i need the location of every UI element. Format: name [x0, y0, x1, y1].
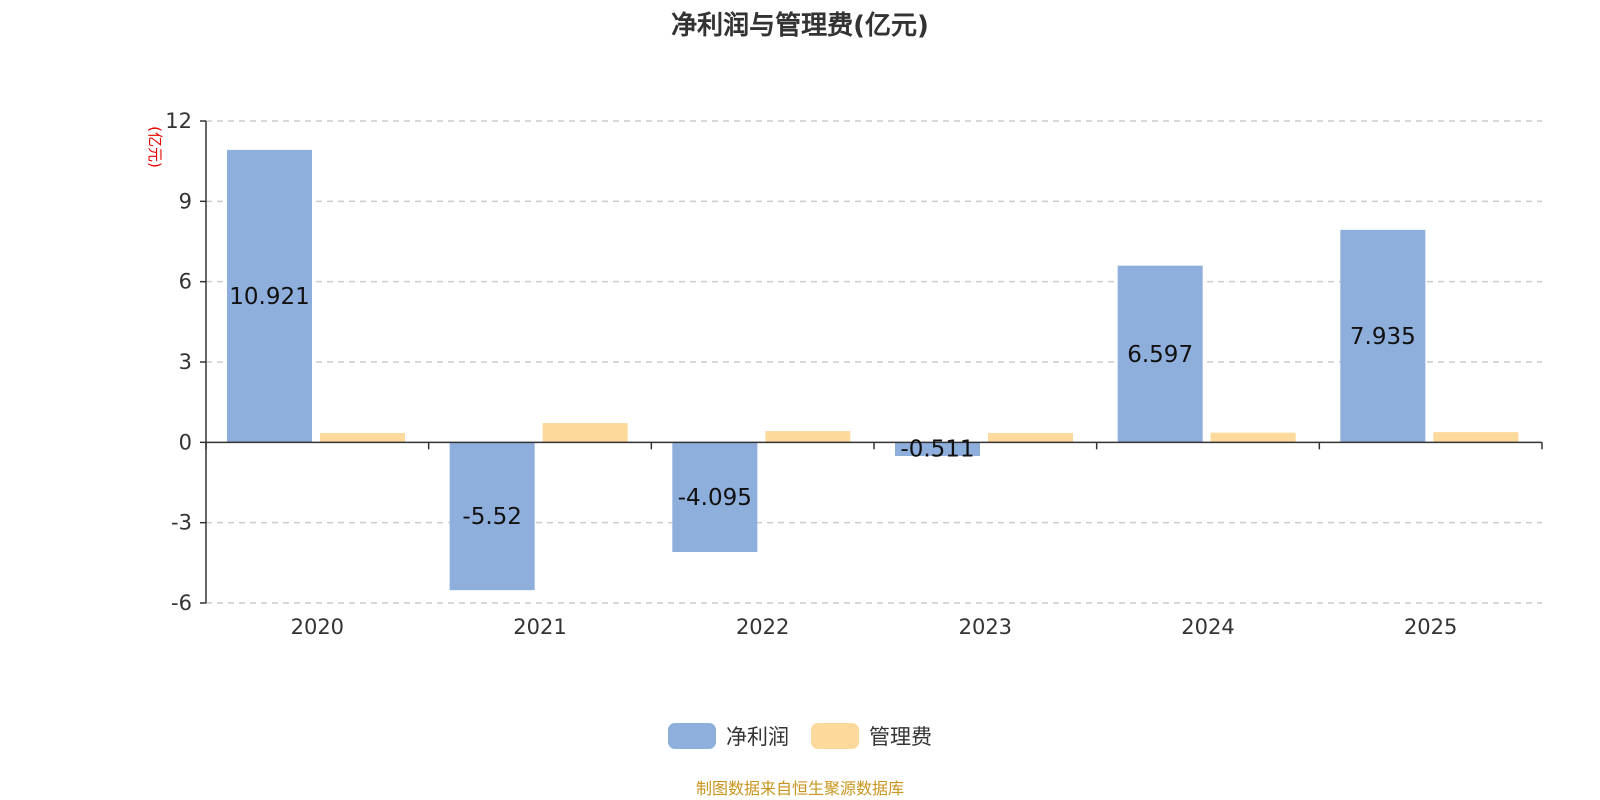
- bar-净利润-2022: [672, 442, 758, 552]
- axes: 12 9 6 3 0 -3 -6 2020 2021 2022 2023 2024 2025: [165, 109, 1543, 639]
- grid-lines: [206, 120, 1542, 604]
- bar-净利润-2024: [1117, 265, 1203, 443]
- legend-swatch-净利润: [668, 723, 716, 749]
- legend-label-净利润: 净利润: [726, 725, 789, 749]
- data-label: -5.52: [462, 504, 522, 530]
- data-label: 6.597: [1127, 342, 1193, 368]
- y-tick-label: 9: [179, 189, 192, 213]
- legend-label-管理费: 管理费: [869, 725, 932, 749]
- x-tick-label: 2023: [959, 615, 1012, 639]
- bar-净利润-2021: [449, 442, 535, 591]
- bar-管理费-2024: [1210, 432, 1296, 443]
- bar-管理费-2025: [1433, 432, 1519, 443]
- bar-管理费-2023: [988, 432, 1073, 443]
- x-tick-label: 2020: [291, 615, 344, 639]
- bars: [227, 149, 1519, 591]
- bar-管理费-2022: [765, 431, 851, 443]
- y-tick-label: 0: [179, 430, 192, 454]
- x-tick-label: 2024: [1181, 615, 1234, 639]
- y-tick-label: 3: [179, 350, 192, 374]
- bar-管理费-2020: [320, 432, 405, 443]
- data-label: -0.511: [900, 436, 974, 462]
- y-axis-unit-label: (亿元): [146, 126, 164, 168]
- y-tick-label: -6: [171, 591, 192, 615]
- x-tick-label: 2025: [1404, 615, 1457, 639]
- data-label: 7.935: [1350, 324, 1416, 350]
- bar-管理费-2021: [542, 423, 628, 443]
- bar-净利润-2023: [895, 442, 980, 457]
- bar-净利润-2020: [227, 149, 312, 443]
- data-label: 10.921: [229, 284, 309, 310]
- y-tick-label: 12: [165, 109, 192, 133]
- legend-swatch-管理费: [811, 723, 859, 749]
- bar-净利润-2025: [1340, 229, 1426, 443]
- chart-title: 净利润与管理费(亿元): [671, 10, 929, 41]
- data-label: -4.095: [678, 485, 752, 511]
- source-note: 制图数据来自恒生聚源数据库: [696, 779, 904, 798]
- x-tick-label: 2022: [736, 615, 789, 639]
- y-tick-label: 6: [179, 270, 192, 294]
- y-tick-label: -3: [171, 511, 192, 535]
- x-tick-label: 2021: [513, 615, 566, 639]
- data-labels: 10.921 -5.52 -4.095 -0.511 6.597 7.935: [229, 284, 1416, 530]
- legend: 净利润 管理费: [668, 723, 932, 749]
